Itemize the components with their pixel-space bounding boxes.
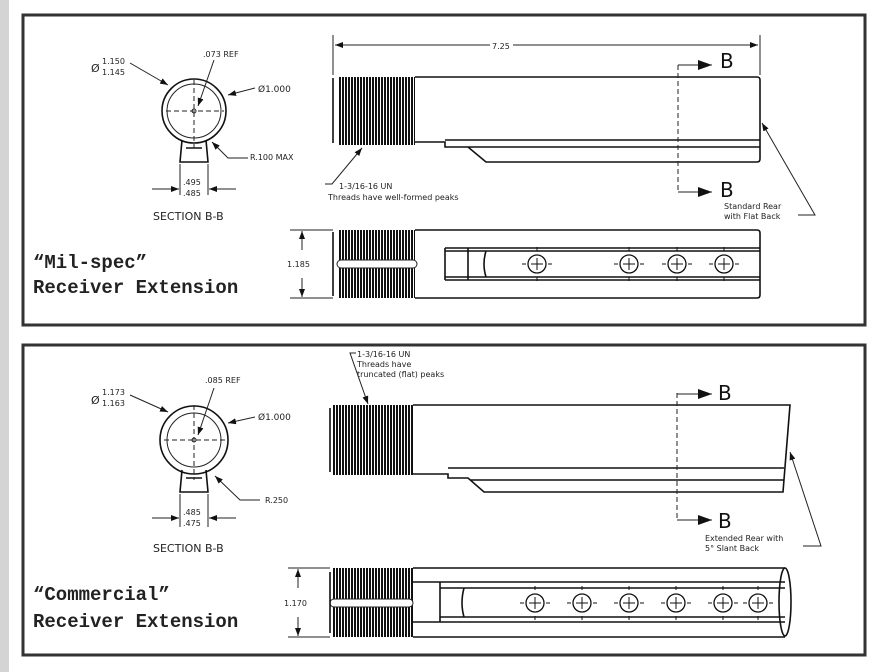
side-view: B B 1-3/16-16 UN Threads have truncated … — [329, 350, 822, 553]
commercial-panel: Ø 1.173 1.163 .085 REF Ø1.000 R.250 .485… — [21, 343, 867, 657]
height-dim: 1.185 — [287, 260, 310, 269]
lug-width-min: .475 — [183, 519, 201, 528]
dia-symbol: Ø — [91, 62, 100, 75]
hole-symbol — [743, 586, 773, 620]
section-label: SECTION B-B — [153, 210, 224, 223]
inner-dia: Ø1.000 — [258, 412, 291, 423]
section-view: Ø 1.173 1.163 .085 REF Ø1.000 R.250 .485… — [91, 376, 291, 555]
lug-width-max: .485 — [183, 508, 201, 517]
hole-symbol — [522, 247, 552, 281]
radius-label: R.100 MAX — [250, 153, 294, 162]
dia-symbol: Ø — [91, 394, 100, 407]
bottom-view: 1.170 — [284, 567, 792, 638]
milspec-panel: Ø 1.150 1.145 .073 REF Ø1.000 R.100 MAX … — [21, 13, 867, 327]
thread-spec: 1-3/16-16 UN — [357, 350, 410, 359]
hole-symbol — [614, 586, 644, 620]
section-label: SECTION B-B — [153, 542, 224, 555]
side-view: 7.25 B B 1-3/16-16 UN Threads have well-… — [325, 35, 816, 221]
rear-note-line1: Extended Rear with — [705, 534, 783, 543]
thread-section — [338, 77, 415, 145]
hole-symbol — [662, 247, 692, 281]
thread-note: Threads have well-formed peaks — [327, 193, 459, 202]
title-line1: “Mil-spec” — [33, 252, 147, 274]
hole-symbol — [661, 586, 691, 620]
hole-symbol — [567, 586, 597, 620]
radius-label: R.250 — [265, 496, 288, 505]
panel-border — [21, 343, 867, 657]
title-line2: Receiver Extension — [33, 277, 238, 299]
bottom-view: 1.185 — [287, 229, 761, 299]
section-mark-bottom: B — [720, 178, 734, 202]
section-view: Ø 1.150 1.145 .073 REF Ø1.000 R.100 MAX … — [91, 50, 294, 223]
lug-width-max: .495 — [183, 178, 201, 187]
height-dim: 1.170 — [284, 599, 307, 608]
outer-dia-max: 1.173 — [102, 388, 125, 397]
outer-dia-min: 1.145 — [102, 68, 125, 77]
section-mark-top: B — [718, 381, 732, 405]
length-dim: 7.25 — [492, 42, 510, 51]
wall-ref: .073 REF — [203, 50, 239, 59]
panel-border — [21, 13, 867, 327]
thread-spec: 1-3/16-16 UN — [339, 182, 392, 191]
thread-note-line1: Threads have — [356, 360, 411, 369]
section-mark-bottom: B — [718, 509, 732, 533]
rear-note-line2: 5° Slant Back — [705, 544, 759, 553]
title-line1: “Commercial” — [33, 584, 170, 606]
hole-symbol — [520, 586, 550, 620]
wall-ref: .085 REF — [205, 376, 241, 385]
section-mark-top: B — [720, 49, 734, 73]
hole-symbol — [708, 586, 738, 620]
hole-symbol — [709, 247, 739, 281]
left-gutter — [0, 0, 9, 672]
rear-note-line1: Standard Rear — [724, 202, 782, 211]
thread-note-line2: truncated (flat) peaks — [357, 370, 444, 379]
inner-dia: Ø1.000 — [258, 84, 291, 95]
outer-dia-max: 1.150 — [102, 57, 125, 66]
title-line2: Receiver Extension — [33, 611, 238, 633]
lug-width-min: .485 — [183, 189, 201, 198]
rear-note-line2: with Flat Back — [724, 212, 781, 221]
hole-symbol — [614, 247, 644, 281]
outer-dia-min: 1.163 — [102, 399, 125, 408]
